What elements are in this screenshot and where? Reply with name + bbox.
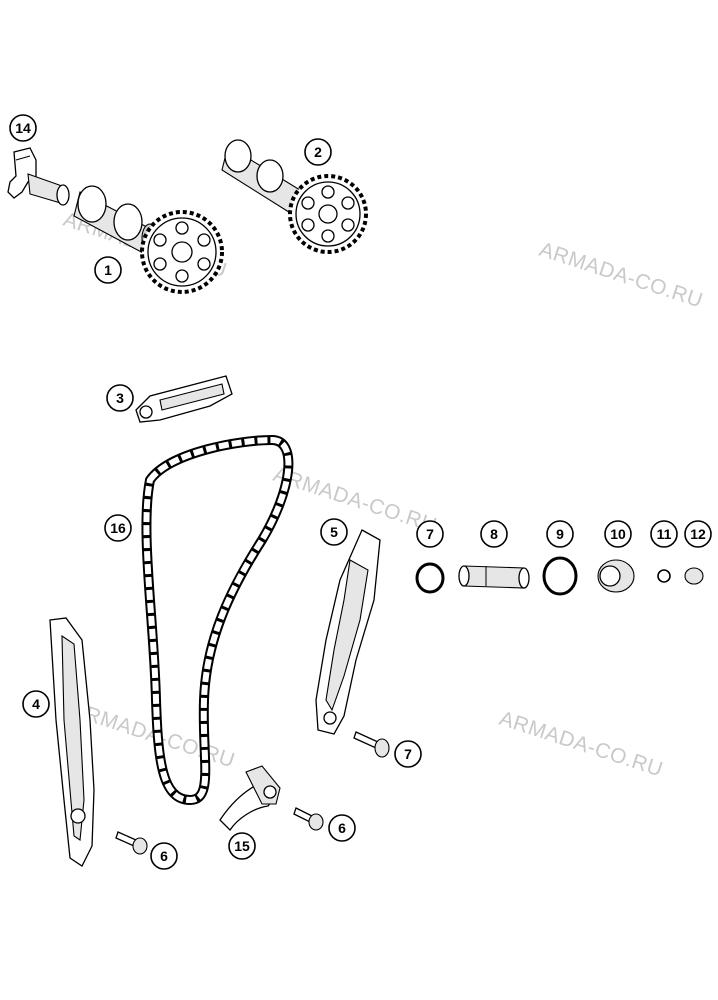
part-12-washer xyxy=(657,569,671,583)
watermark-bottom-right: ARMADA-CO.RU xyxy=(496,707,665,782)
callout-14: 14 xyxy=(9,114,37,142)
callout-8: 7 xyxy=(416,520,444,548)
svg-text:16: 16 xyxy=(110,520,126,536)
part-8-o-ring xyxy=(415,562,445,594)
part-14-sensor-bracket xyxy=(7,147,70,206)
part-15-chain-guide xyxy=(219,765,281,832)
watermark-middle: ARMADA-CO.RU xyxy=(270,463,439,538)
svg-text:5: 5 xyxy=(330,524,338,540)
part-1-camshaft xyxy=(73,185,224,294)
svg-text:14: 14 xyxy=(15,120,31,136)
part-3-guide-rail xyxy=(135,375,233,423)
svg-text:2: 2 xyxy=(314,144,322,160)
camshaft-sprocket-intake xyxy=(140,210,224,294)
callout-12: 11 xyxy=(650,520,678,548)
callout-15: 15 xyxy=(228,832,256,860)
part-11-screw-plug xyxy=(597,559,635,593)
part-6-bolt-left xyxy=(115,831,148,855)
svg-text:6: 6 xyxy=(160,848,168,864)
svg-text:9: 9 xyxy=(556,526,564,542)
callout-5: 5 xyxy=(320,518,348,546)
svg-text:12: 12 xyxy=(690,526,706,542)
watermark-top-right: ARMADA-CO.RU xyxy=(536,238,705,313)
part-2-camshaft xyxy=(221,139,368,254)
part-16-timing-chain xyxy=(141,434,294,806)
svg-text:3: 3 xyxy=(116,390,124,406)
callout-10: 9 xyxy=(546,520,574,548)
svg-text:7: 7 xyxy=(404,746,412,762)
callout-1: 1 xyxy=(94,256,122,284)
svg-text:11: 11 xyxy=(657,526,672,542)
part-6-bolt-right xyxy=(293,807,324,831)
callout-3: 3 xyxy=(106,384,134,412)
svg-text:6: 6 xyxy=(338,820,346,836)
part-7-bolt xyxy=(353,731,390,758)
callout-9: 8 xyxy=(480,520,508,548)
callout-6-right: 6 xyxy=(328,814,356,842)
part-10-seal-ring xyxy=(542,556,578,596)
callout-2: 2 xyxy=(304,138,332,166)
camshaft-sprocket-exhaust xyxy=(288,174,368,254)
svg-text:8: 8 xyxy=(490,526,498,542)
part-4-guide-rail xyxy=(49,617,95,867)
svg-text:1: 1 xyxy=(104,262,112,278)
part-5-tensioner-rail xyxy=(315,529,381,735)
callout-7: 7 xyxy=(394,740,422,768)
callout-16: 16 xyxy=(104,514,132,542)
svg-text:10: 10 xyxy=(610,526,626,542)
part-9-tensioner-plunger xyxy=(458,565,530,589)
svg-text:4: 4 xyxy=(32,696,40,712)
callout-4: 4 xyxy=(22,690,50,718)
callout-13: 12 xyxy=(684,520,712,548)
callout-11: 10 xyxy=(604,520,632,548)
svg-text:15: 15 xyxy=(234,838,250,854)
callout-6-left: 6 xyxy=(150,842,178,870)
svg-text:7: 7 xyxy=(426,526,434,542)
part-13-plug xyxy=(684,567,704,585)
